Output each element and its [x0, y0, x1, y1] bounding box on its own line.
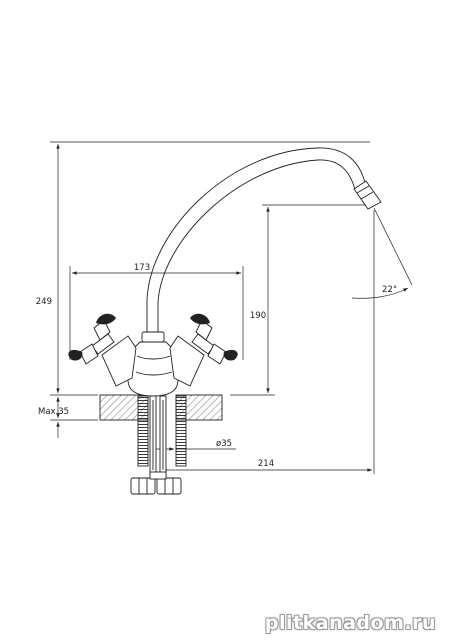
mounting-hoses: [137, 395, 187, 475]
right-valve-handle: [169, 313, 238, 387]
dimension-diameter-label: ø35: [216, 439, 232, 449]
faucet-body: [127, 331, 179, 397]
left-valve-handle: [68, 313, 137, 387]
dimension-190-label: 190: [250, 311, 266, 321]
dimension-190: 190: [230, 204, 370, 396]
dimension-249: 249: [36, 141, 370, 396]
dimension-214-label: 214: [258, 459, 274, 469]
dimension-max35: Max.35: [38, 397, 98, 438]
dimension-249-label: 249: [36, 297, 52, 307]
watermark: plitkanadom.ru: [264, 612, 436, 634]
dimension-angle-label: 22°: [382, 285, 397, 295]
dimension-173: 173: [69, 263, 244, 360]
dimension-173-label: 173: [134, 263, 150, 273]
dimension-214: 214: [162, 210, 375, 474]
hose-connectors: [130, 471, 182, 495]
spout: [146, 147, 382, 333]
dimension-max35-label: Max.35: [38, 407, 69, 417]
dimension-angle: 22°: [351, 207, 413, 299]
